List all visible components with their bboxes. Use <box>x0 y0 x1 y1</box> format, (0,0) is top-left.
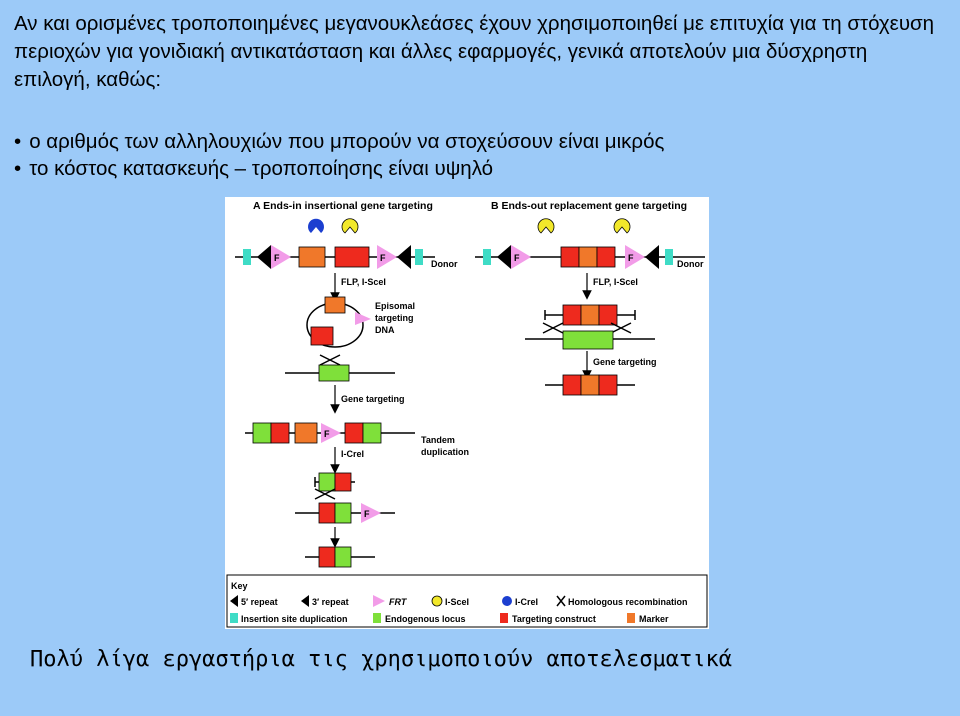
panel-a-donor: F F Donor <box>235 218 458 269</box>
key-frt: FRT <box>389 597 408 607</box>
iscei-site <box>341 218 359 234</box>
endogenous-swatch <box>373 613 381 623</box>
episomal-label-1: Episomal <box>375 301 415 311</box>
donor-label: Donor <box>431 259 458 269</box>
flp-label: FLP, I-SceI <box>341 277 386 287</box>
five-repeat-icon <box>230 595 238 607</box>
marker-swatch <box>627 613 635 623</box>
key-five-repeat: 5′ repeat <box>241 597 278 607</box>
key-iscei: I-SceI <box>445 597 469 607</box>
recombination-icon <box>556 595 566 607</box>
panel-b-donor: F F Donor <box>475 218 705 269</box>
key-homologous: Homologous recombination <box>568 597 688 607</box>
bullet-item: το κόστος κατασκευής – τροποποίησης είνα… <box>14 155 949 182</box>
tandem-label-1: Tandem <box>421 435 455 445</box>
bullet-item: ο αριθμός των αλληλουχιών που μπορούν να… <box>14 128 949 155</box>
gene-targeting-diagram: A Ends-in insertional gene targeting B E… <box>226 200 708 628</box>
insertion-site-block <box>243 249 251 265</box>
insertion-site-block <box>415 249 423 265</box>
key-title: Key <box>231 581 248 591</box>
three-repeat-icon <box>301 595 309 607</box>
targeting-block <box>334 246 370 268</box>
figure-key: Key 5′ repeat 3′ repeat FRT I-SceI I-Cre… <box>226 574 708 628</box>
panel-b-title: B Ends-out replacement gene targeting <box>491 200 687 212</box>
frt-label: F <box>380 253 386 263</box>
key-marker: Marker <box>639 614 669 624</box>
icrei-icon <box>502 596 512 606</box>
frt-label: F <box>274 253 280 263</box>
icrel-label: I-CreI <box>341 449 364 459</box>
frt-marker <box>377 245 397 269</box>
key-targeting: Targeting construct <box>512 614 596 624</box>
frt-label: F <box>364 509 370 519</box>
intro-text: Αν και ορισμένες τροποποιημένες μεγανουκ… <box>14 12 935 91</box>
gene-targeting-label: Gene targeting <box>593 357 657 367</box>
frt-icon <box>373 595 385 607</box>
homologous-recombination-icon <box>319 354 341 366</box>
tandem-duplication: F Tandem duplication <box>245 422 469 457</box>
key-endogenous: Endogenous locus <box>385 614 466 624</box>
flp-label: FLP, I-SceI <box>593 277 638 287</box>
iscei-site <box>537 218 555 234</box>
panel-a-title: A Ends-in insertional gene targeting <box>253 200 433 212</box>
donor-label: Donor <box>677 259 704 269</box>
targeting-swatch <box>500 613 508 623</box>
frt-marker <box>271 245 291 269</box>
iscei-site <box>613 218 631 234</box>
gene-targeting-label: Gene targeting <box>341 394 405 404</box>
episomal-circle: Episomal targeting DNA <box>306 296 415 348</box>
frt-marker <box>355 312 371 325</box>
bullet-list: ο αριθμός των αλληλουχιών που μπορούν να… <box>14 128 949 182</box>
endogenous-block <box>562 330 614 350</box>
targeting-block <box>310 326 334 346</box>
marker-block <box>298 246 326 268</box>
key-insertion: Insertion site duplication <box>241 614 348 624</box>
footer-note: Πολύ λίγα εργαστήρια τις χρησιμοποιούν α… <box>30 647 732 672</box>
frt-label: F <box>324 429 330 439</box>
icrei-site <box>308 218 324 233</box>
key-three-repeat: 3′ repeat <box>312 597 349 607</box>
post-cut-locus: F <box>295 472 395 524</box>
gene-targeting-figure: A Ends-in insertional gene targeting B E… <box>225 197 709 629</box>
endogenous-block <box>334 546 352 568</box>
targeting-block <box>318 546 336 568</box>
three-repeat-marker <box>397 245 411 269</box>
insertion-swatch <box>230 613 238 623</box>
tandem-label-2: duplication <box>421 447 469 457</box>
iscei-icon <box>431 595 443 607</box>
five-repeat-marker <box>257 245 271 269</box>
homologous-recombination-icon <box>542 322 564 334</box>
homologous-recombination-icon <box>610 322 632 334</box>
frt-label: F <box>514 253 520 263</box>
key-icrei: I-CreI <box>515 597 538 607</box>
endogenous-block <box>318 364 350 382</box>
marker-block <box>324 296 346 314</box>
episomal-label-2: targeting <box>375 313 414 323</box>
frt-label: F <box>628 253 634 263</box>
episomal-label-3: DNA <box>375 325 395 335</box>
